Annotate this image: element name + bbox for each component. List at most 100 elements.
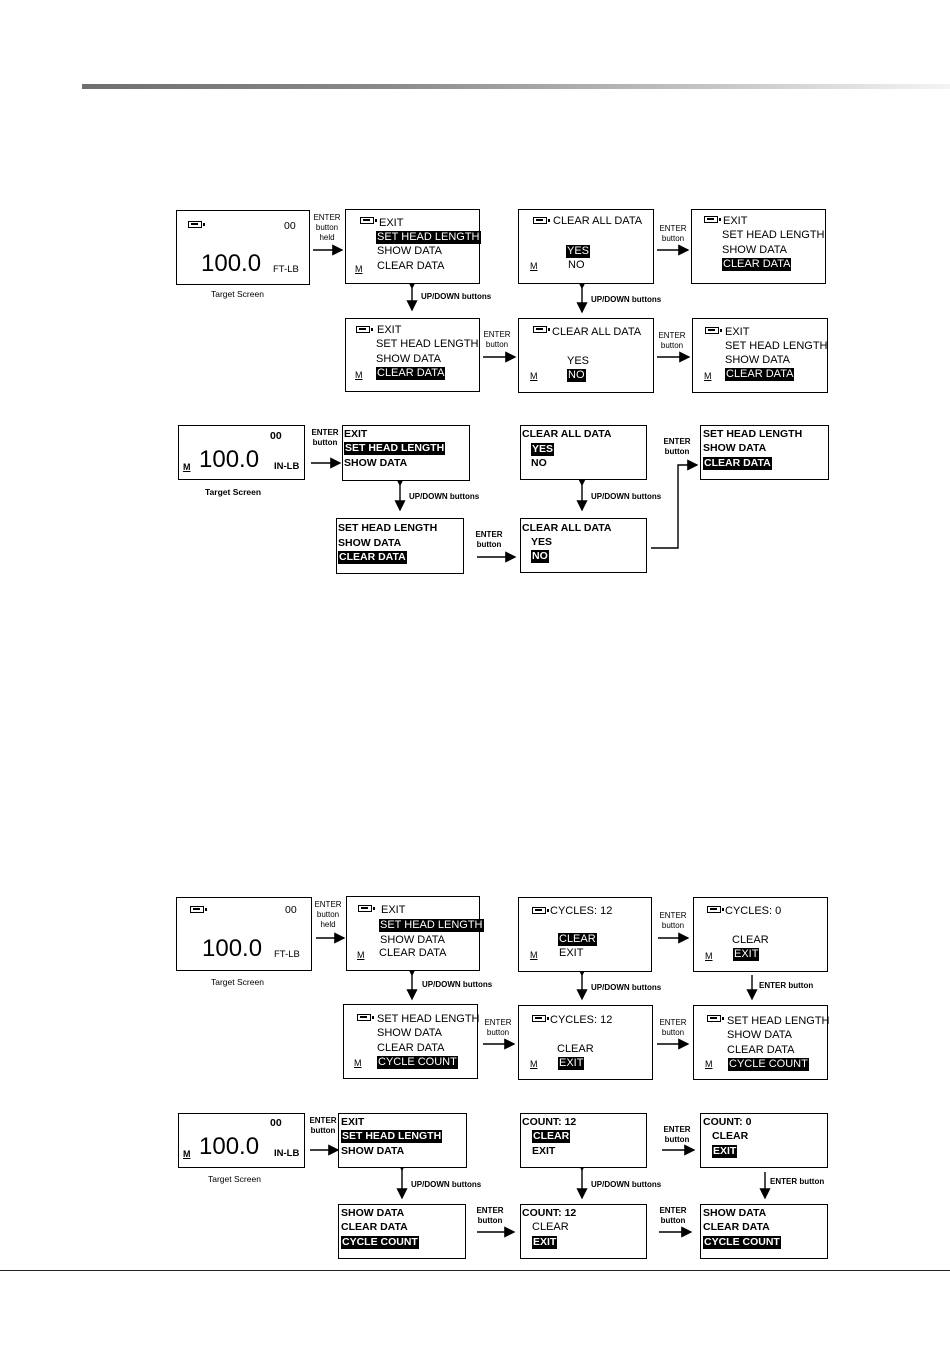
label-line: ENTER: [663, 437, 691, 446]
battery-icon: [360, 217, 377, 224]
label-line: ENTER: [475, 530, 503, 539]
target-screen-ftlb-2: 00 100.0 FT-LB: [176, 897, 312, 971]
cycles-screen-exit: CYCLES: 12 CLEAR EXIT M: [518, 1005, 653, 1080]
target-screen-caption: Target Screen: [205, 487, 262, 497]
menu-item-clear-data-selected: CLEAR DATA: [722, 258, 792, 271]
menu-item-show-data: SHOW DATA: [377, 245, 442, 257]
menu-item-clear-data-selected: CLEAR DATA: [338, 551, 407, 564]
mode-indicator: M: [355, 264, 363, 274]
label-line: ENTER: [483, 330, 511, 339]
cycles-readout: CYCLES: 12: [550, 905, 613, 917]
option-clear-selected: CLEAR: [558, 933, 597, 946]
header-rule: [82, 84, 950, 89]
label-line: button: [486, 1028, 510, 1037]
battery-icon: [357, 1014, 374, 1021]
mode-indicator: M: [183, 1149, 191, 1159]
confirm-title: CLEAR ALL DATA: [553, 215, 643, 227]
menu-item-show-data: SHOW DATA: [722, 244, 787, 256]
label-line: ENTER: [659, 911, 687, 920]
count-readout: 00: [284, 220, 296, 232]
torque-unit: FT-LB: [273, 264, 299, 275]
mode-indicator: M: [183, 462, 191, 472]
confirm-screen-no: CLEAR ALL DATA YES NO M: [518, 318, 654, 393]
menu-screen-clear-data-2: EXIT SET HEAD LENGTH SHOW DATA CLEAR DAT…: [692, 318, 828, 393]
menu-item-clear-data: CLEAR DATA: [727, 1044, 795, 1056]
count-readout: 00: [285, 904, 297, 916]
label-line: button: [664, 447, 690, 456]
battery-icon: [705, 327, 722, 334]
label-line: button: [660, 341, 684, 350]
updown-label: UP/DOWN buttons: [409, 492, 480, 501]
label-line: ENTER: [309, 1116, 337, 1125]
option-exit-selected: EXIT: [733, 948, 760, 961]
label-line: button: [312, 438, 338, 447]
updown-label: UP/DOWN buttons: [422, 980, 493, 989]
mode-indicator: M: [530, 1059, 538, 1069]
menu-item-clear-data: CLEAR DATA: [377, 1042, 445, 1054]
label-line: button: [316, 910, 340, 919]
option-clear: CLEAR: [732, 934, 769, 946]
cycles-readout: CYCLES: 0: [725, 905, 782, 917]
updown-label: UP/DOWN buttons: [591, 492, 662, 501]
option-exit-selected: EXIT: [532, 1236, 558, 1249]
battery-icon: [188, 221, 205, 228]
menu-item-exit: EXIT: [377, 324, 402, 336]
option-no: NO: [568, 259, 585, 271]
count-readout: COUNT: 0: [703, 1116, 752, 1128]
label-line: ENTER: [663, 1125, 691, 1134]
menu-item-set-head-length: SET HEAD LENGTH: [722, 229, 825, 241]
menu-item-clear-data-selected: CLEAR DATA: [376, 367, 446, 380]
menu-item-clear-data: CLEAR DATA: [379, 947, 447, 959]
menu-item-show-data: SHOW DATA: [380, 934, 445, 946]
count-readout: 00: [270, 430, 282, 442]
option-exit: EXIT: [532, 1145, 556, 1157]
option-clear: CLEAR: [557, 1043, 594, 1055]
battery-icon: [532, 907, 549, 914]
menu-item-exit: EXIT: [723, 215, 748, 227]
menu-item-set-head-length-selected: SET HEAD LENGTH: [344, 442, 446, 455]
label-line: button: [315, 223, 339, 232]
battery-icon: [707, 1015, 724, 1022]
battery-icon: [190, 906, 207, 913]
menu-item-set-head-length: SET HEAD LENGTH: [338, 522, 438, 534]
menu-item-clear-data: CLEAR DATA: [377, 260, 445, 272]
menu-item-exit: EXIT: [379, 217, 404, 229]
label-line: ENTER: [313, 213, 341, 222]
menu-item-clear-data-selected: CLEAR DATA: [703, 457, 772, 470]
menu-item-show-data: SHOW DATA: [376, 353, 441, 365]
menu-item-set-head-length: SET HEAD LENGTH: [377, 1013, 480, 1025]
menu-item-show-data: SHOW DATA: [341, 1207, 405, 1219]
confirm-screen-yes-2: CLEAR ALL DATA YES NO: [520, 425, 647, 480]
label-line: held: [319, 233, 335, 242]
menu-item-set-head-length-selected: SET HEAD LENGTH: [379, 919, 484, 932]
updown-label: UP/DOWN buttons: [591, 295, 662, 304]
menu-item-cycle-count-selected: CYCLE COUNT: [377, 1056, 458, 1069]
menu-item-show-data: SHOW DATA: [338, 537, 402, 549]
battery-icon: [532, 1015, 549, 1022]
torque-value: 100.0: [201, 250, 262, 277]
menu-screen-cycle-count-3: SHOW DATA CLEAR DATA CYCLE COUNT: [338, 1204, 466, 1259]
label-line: button: [310, 1126, 336, 1135]
label-line: ENTER: [476, 1206, 504, 1215]
confirm-screen-no-2: CLEAR ALL DATA YES NO: [520, 518, 647, 573]
arrow-11: [651, 459, 699, 549]
target-screen-inlb: 00 100.0 IN-LB M: [178, 425, 305, 480]
menu-screen-1: EXIT SET HEAD LENGTH SHOW DATA CLEAR DAT…: [345, 209, 481, 284]
option-yes: YES: [567, 355, 590, 367]
confirm-title: CLEAR ALL DATA: [522, 522, 612, 534]
torque-value: 100.0: [199, 446, 260, 473]
menu-screen-4: SET HEAD LENGTH SHOW DATA CLEAR DATA: [700, 425, 829, 480]
mode-indicator: M: [705, 951, 713, 961]
battery-icon: [358, 905, 375, 912]
menu-item-show-data: SHOW DATA: [727, 1029, 792, 1041]
menu-item-set-head-length: SET HEAD LENGTH: [725, 340, 828, 352]
menu-item-show-data: SHOW DATA: [341, 1145, 405, 1157]
mode-indicator: M: [705, 1059, 713, 1069]
label-line: button: [661, 1028, 685, 1037]
